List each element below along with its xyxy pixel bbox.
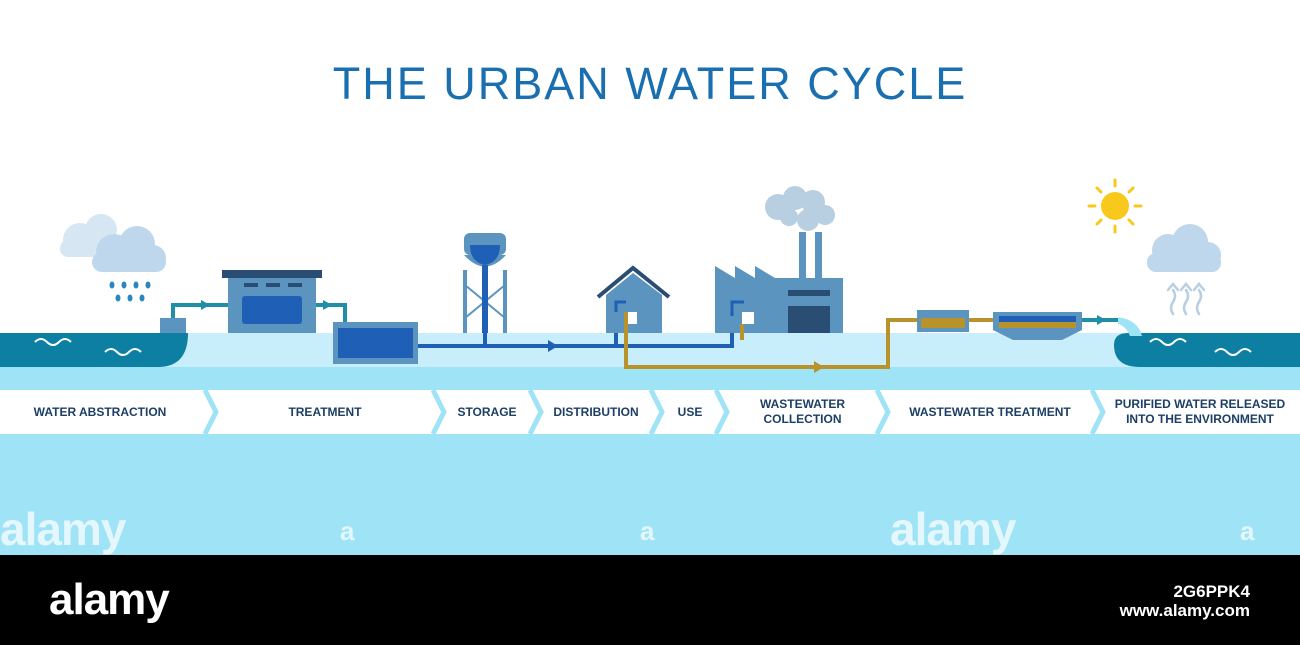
stage-labels: WATER ABSTRACTION TREATMENT STORAGE DIST… [0, 390, 1300, 434]
flow-arrow [323, 300, 332, 310]
ground-strip [0, 333, 1300, 367]
evaporation-cloud-icon [1147, 224, 1221, 272]
watermark: a [640, 516, 655, 546]
sun-icon [1087, 178, 1143, 234]
blue-band [0, 367, 1300, 390]
water-tower [463, 233, 507, 333]
flow-arrow [548, 340, 558, 352]
footer-image-id: 2G6PPK4 [1173, 582, 1250, 601]
page-title: THE URBAN WATER CYCLE [332, 58, 968, 109]
footer-bar: alamy 2G6PPK4 www.alamy.com [0, 555, 1300, 645]
flow-arrow [1097, 315, 1106, 325]
outflow-stream [1118, 317, 1142, 336]
lower-band: alamy a a alamy a [0, 434, 1300, 555]
stage-water-abstraction: WATER ABSTRACTION [33, 404, 167, 419]
storage-tank-water [338, 328, 413, 358]
watermark: alamy [890, 503, 1016, 555]
rain-cloud-icon [60, 214, 166, 302]
watermark: alamy [0, 503, 126, 555]
intake-box [160, 318, 186, 333]
stage-wastewater-treatment: WASTEWATER TREATMENT [909, 404, 1071, 419]
left-waves [34, 338, 142, 356]
watermark: a [1240, 516, 1255, 546]
house-icon [596, 265, 671, 333]
factory-icon [715, 232, 843, 333]
right-reservoir [1114, 333, 1300, 367]
wastewater-pipe [624, 312, 917, 369]
stage-separators [202, 388, 1106, 436]
water-cycle-scene [0, 178, 1300, 436]
stage-treatment: TREATMENT [288, 404, 362, 419]
watermark: a [340, 516, 355, 546]
primary-settling-tank-sludge [921, 318, 965, 328]
footer-brand-logo: alamy [49, 575, 170, 624]
treatment-building [222, 270, 322, 333]
clarifier-sludge [999, 322, 1076, 328]
flow-arrow [814, 361, 824, 373]
footer-site-link[interactable]: www.alamy.com [1119, 601, 1250, 620]
flow-arrow [201, 300, 210, 310]
stage-storage: STORAGE [457, 404, 517, 419]
evaporation-arrows-icon [1166, 282, 1206, 316]
stage-use: USE [677, 404, 703, 419]
intake-pipe [171, 303, 228, 318]
smoke-cloud-icon [765, 186, 835, 231]
stage-distribution: DISTRIBUTION [553, 404, 639, 419]
left-reservoir [0, 333, 188, 367]
right-waves [1149, 338, 1252, 356]
